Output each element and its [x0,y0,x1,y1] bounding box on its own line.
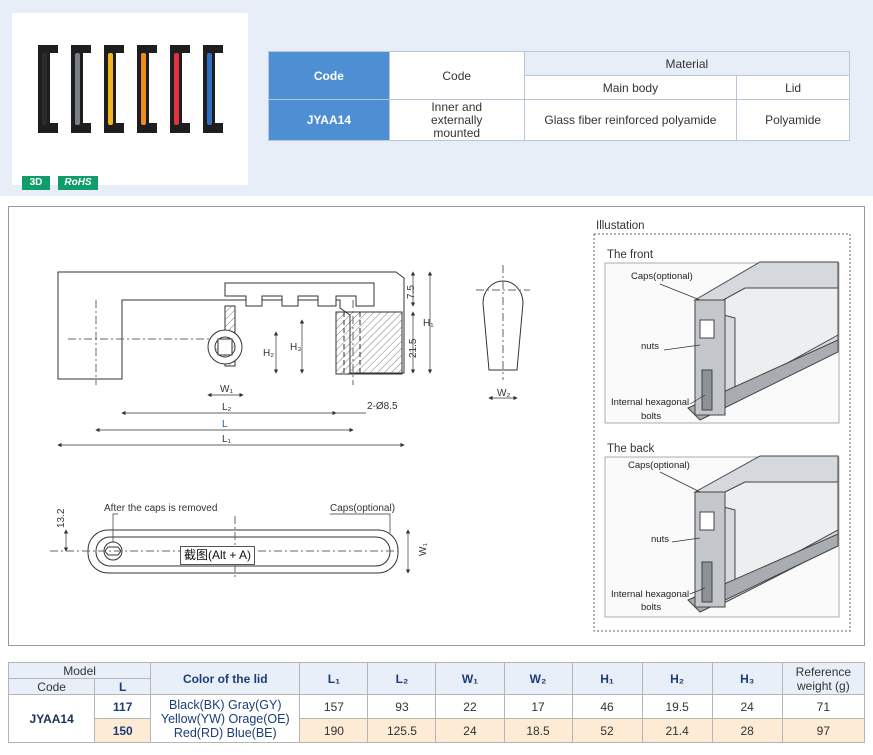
spec-header-weight: Reference weight (g) [781,662,866,695]
product-handle [71,45,91,133]
dim-h2: H₂ [263,348,274,359]
spec-row1-h2: 19.5 [641,694,713,719]
bottom-view [50,513,411,580]
label-back-caps: Caps(optional) [628,460,690,471]
spec-header-l2: L₂ [367,662,437,695]
product-handle [137,45,157,133]
spec-row1-h3: 24 [711,694,783,719]
spec-row1-w1: 22 [435,694,505,719]
mat-header-main-body: Main body [523,75,738,100]
spec-row1-l1: 157 [299,694,369,719]
spec-row2-w2: 18.5 [503,718,573,743]
label-caps-optional: Caps(optional) [330,503,395,514]
spec-row2-l: 150 [94,718,152,743]
dim-hole: 2-Ø8.5 [367,401,398,412]
label-front-nuts: nuts [641,341,659,352]
product-handle [170,45,190,133]
spec-header-weight-line1: Reference [795,664,852,679]
product-handle [38,45,58,133]
dim-l1: L₁ [222,434,232,445]
label-back-bolts-1: Internal hexagonal [611,589,689,600]
illustration-back-handle [687,455,839,613]
spec-header-w1: W₁ [435,662,505,695]
label-back-nuts: nuts [651,534,669,545]
dim-l2: L₂ [222,402,232,413]
illustration-panel [593,233,851,632]
spec-row1-l2: 93 [367,694,437,719]
mat-row-lid: Polyamide [736,99,850,141]
spec-row1-w2: 17 [503,694,573,719]
label-front-bolts-2: bolts [641,411,661,422]
spec-colors-line3: Red(RD) Blue(BE) [173,725,277,740]
dim-h1: H₁ [423,318,434,329]
spec-row2-h2: 21.4 [641,718,713,743]
end-view [476,265,530,401]
spec-row2-l2: 125.5 [367,718,437,743]
spec-row2-h1: 52 [571,718,643,743]
spec-row1-weight: 71 [781,694,866,719]
handles-photo [38,45,223,133]
spec-lid-colors: Black(BK) Gray(GY) Yellow(YW) Orage(OE) … [150,694,301,743]
dim-h3: H₃ [290,342,301,353]
spec-header-color: Color of the lid [150,662,301,695]
spec-header-weight-line2: weight (g) [797,678,850,693]
mat-header-lid: Lid [736,75,850,100]
spec-header-l1: L₁ [299,662,369,695]
dim-l: L [222,419,228,430]
spec-table: Model Color of the lid L₁ L₂ W₁ W₂ H₁ H₂… [7,662,866,743]
screenshot-tooltip: 截图(Alt + A) [180,546,256,565]
spec-header-h3: H₃ [711,662,783,695]
dim-w1: W₁ [220,384,233,395]
dim-w1-bottom: W₁ [418,543,429,556]
spec-header-w2: W₂ [503,662,573,695]
illustration-back-title: The back [607,443,655,455]
label-front-caps: Caps(optional) [631,271,693,282]
dim-7-5: 7.5 [406,285,417,299]
mat-row-code: JYAA14 [268,99,390,141]
material-table: Code Code Material Main body Lid JYAA14 … [268,51,851,141]
product-image-card: 3D RoHS [12,13,248,190]
spec-header-l: L [94,678,152,695]
illustration-front-title: The front [607,249,654,261]
spec-row2-l1: 190 [299,718,369,743]
spec-model-code: JYAA14 [7,694,96,743]
product-handle [104,45,124,133]
dim-13-2: 13.2 [56,508,67,528]
spec-header-h1: H₁ [571,662,643,695]
spec-row1-h1: 46 [571,694,643,719]
dim-w2: W₂ [497,388,510,399]
spec-row2-h3: 28 [711,718,783,743]
spec-header-h2: H₂ [641,662,713,695]
label-front-bolts-1: Internal hexagonal [611,397,689,408]
spec-colors-line2: Yellow(YW) Orage(OE) [160,711,290,726]
illustration-title: Illustation [596,220,645,232]
dim-21-5: 21.5 [408,338,419,358]
side-view [57,271,405,385]
spec-header-model: Model [7,662,152,679]
spec-row2-weight: 97 [781,718,866,743]
mat-row-mount: Inner and externally mounted [388,99,525,141]
spec-row1-l: 117 [94,694,152,719]
spec-colors-line1: Black(BK) Gray(GY) [169,697,282,712]
product-handle [203,45,223,133]
badge-rohs: RoHS [58,176,98,190]
spec-row2-w1: 24 [435,718,505,743]
badge-3d[interactable]: 3D [22,176,50,190]
illustration-front-handle [687,261,839,421]
spec-header-code: Code [7,678,96,695]
mat-row-main-body: Glass fiber reinforced polyamide [523,99,738,141]
label-back-bolts-2: bolts [641,602,661,613]
dimension-lines [57,271,433,448]
mat-header-code: Code [268,51,390,100]
label-after-caps-removed: After the caps is removed [104,503,217,514]
